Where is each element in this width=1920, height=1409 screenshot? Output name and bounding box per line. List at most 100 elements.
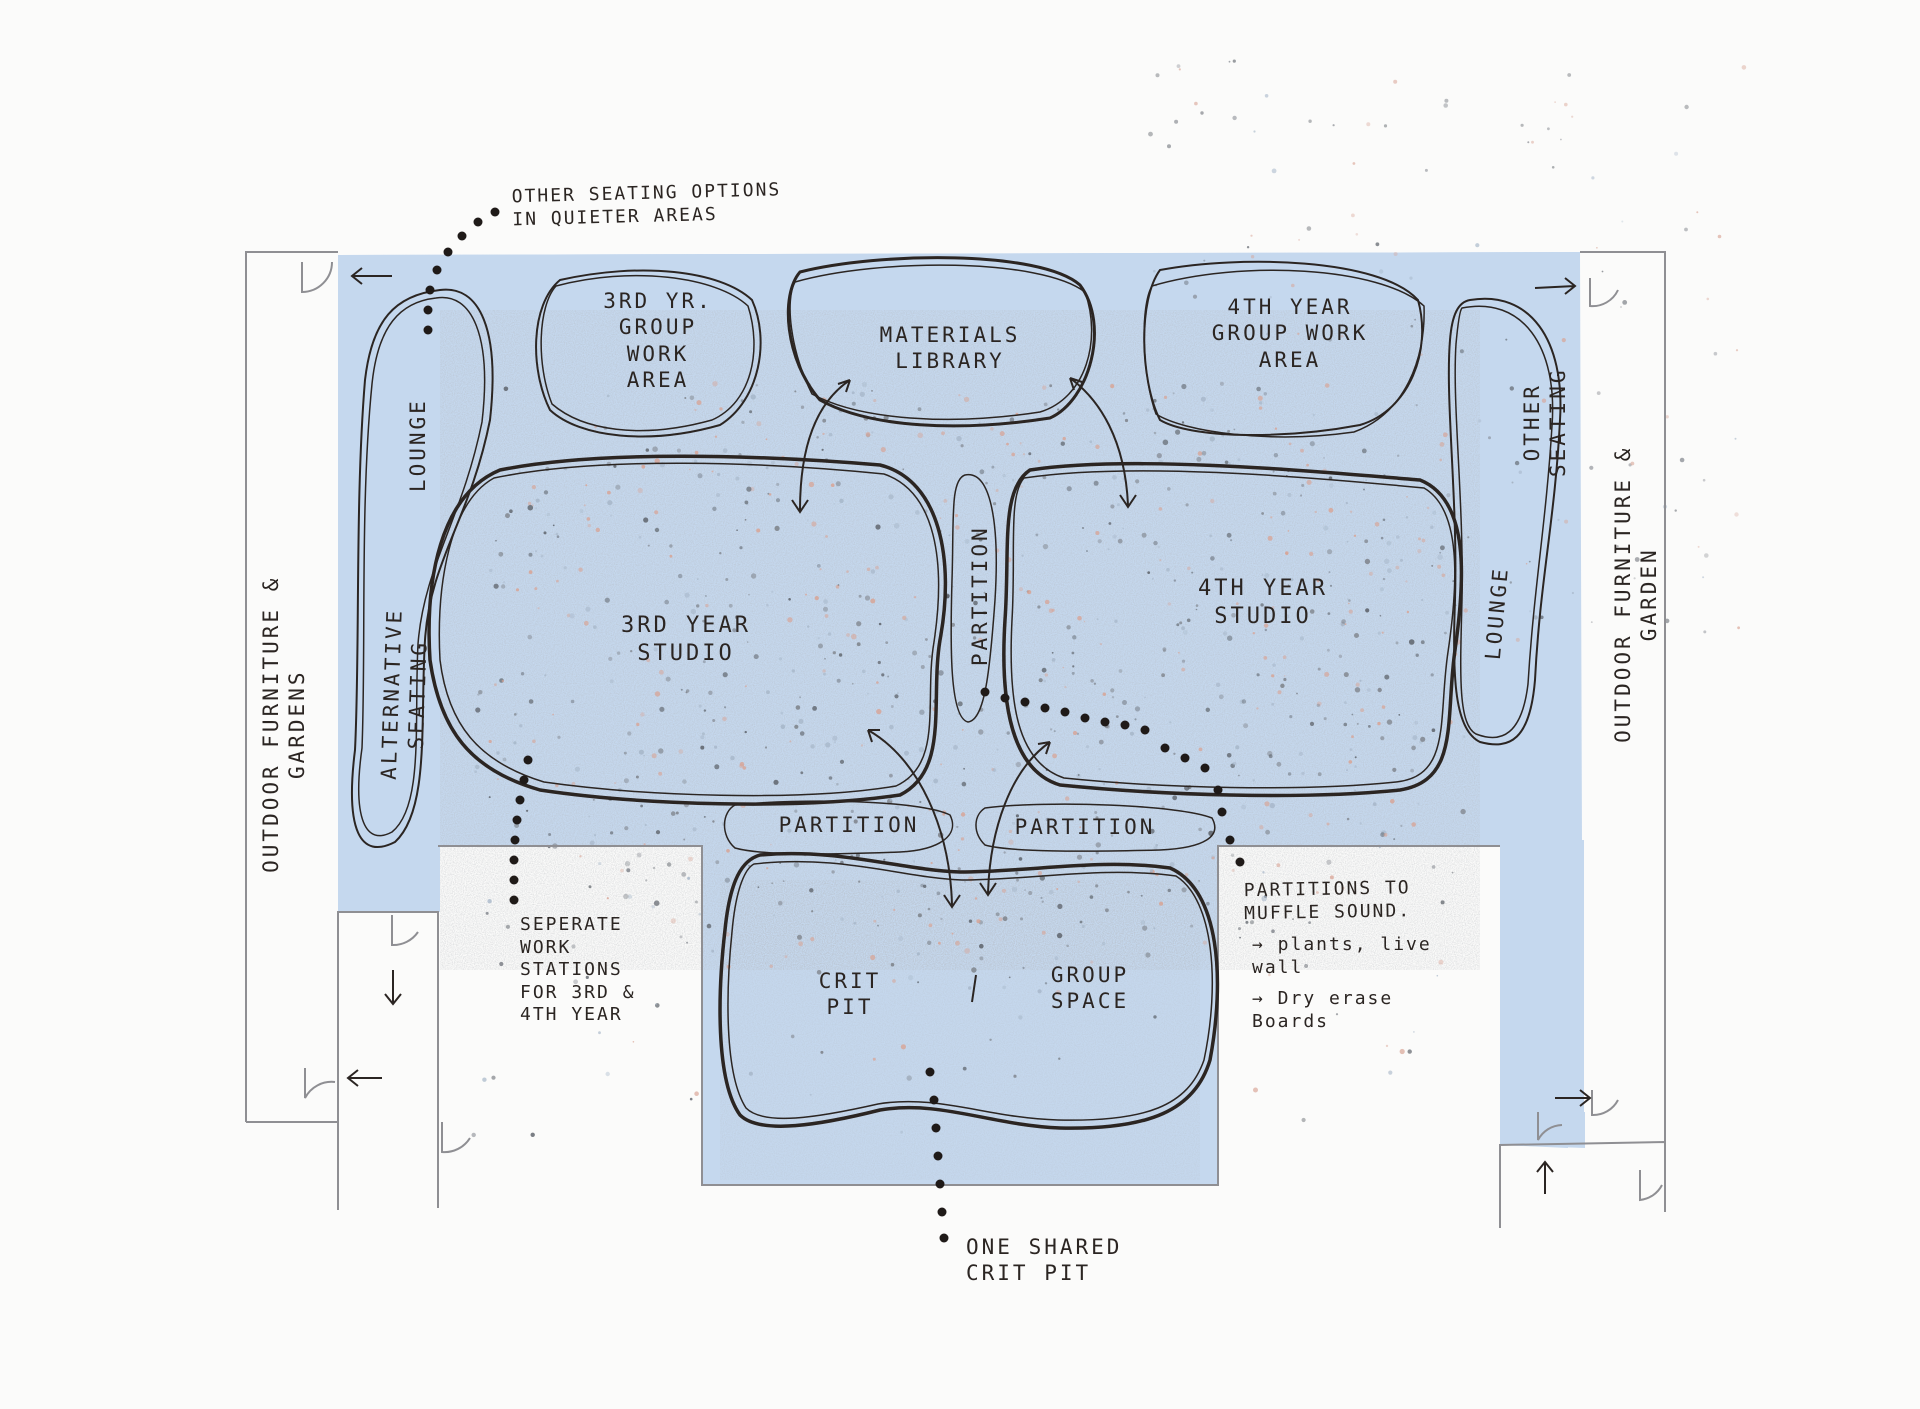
speckle	[1554, 101, 1556, 103]
speckle	[1283, 677, 1287, 682]
speckle	[534, 587, 538, 591]
speckle	[887, 675, 890, 678]
speckle	[540, 554, 544, 558]
speckle	[876, 681, 879, 684]
speckle	[556, 535, 560, 538]
speckle	[757, 886, 760, 889]
speckle	[477, 693, 480, 696]
speckle	[1265, 829, 1270, 835]
speckle	[1706, 297, 1710, 301]
speckle	[494, 683, 497, 687]
speckle	[1155, 73, 1160, 78]
speckle	[694, 1091, 699, 1096]
speckle	[1268, 973, 1271, 977]
speckle	[1276, 863, 1281, 868]
speckle	[1591, 176, 1595, 180]
speckle	[750, 573, 757, 579]
speckle	[606, 897, 609, 900]
speckle	[1287, 492, 1292, 498]
speckle	[807, 519, 809, 521]
speckle	[503, 386, 509, 392]
speckle	[1127, 890, 1130, 894]
speckle	[1633, 577, 1636, 580]
label-alternative-seating: ALTERNATIVE SEATING	[376, 607, 432, 781]
speckle	[1432, 510, 1437, 515]
speckle	[1096, 618, 1099, 621]
speckle	[1348, 599, 1351, 602]
speckle	[1095, 531, 1100, 535]
speckle	[1264, 94, 1269, 98]
speckle	[1077, 774, 1080, 776]
speckle	[1158, 507, 1163, 511]
speckle	[1040, 896, 1043, 900]
speckle	[1246, 246, 1250, 249]
speckle	[1531, 140, 1534, 144]
speckle	[1375, 242, 1380, 247]
speckle	[851, 391, 855, 395]
speckle	[1414, 318, 1416, 321]
speckle	[1388, 1070, 1393, 1075]
speckle	[655, 830, 661, 835]
speckle	[610, 514, 612, 517]
wash-left-leg	[338, 840, 440, 912]
speckle	[1159, 559, 1162, 562]
speckle	[817, 637, 820, 640]
speckle	[916, 952, 921, 956]
leader-dot	[510, 835, 520, 845]
speckle	[1426, 506, 1430, 510]
speckle	[979, 943, 984, 949]
speckle	[1343, 722, 1348, 727]
speckle	[978, 729, 984, 735]
speckle	[1277, 690, 1282, 695]
speckle	[1387, 568, 1392, 574]
bubble-fourth-studio	[1002, 461, 1464, 798]
speckle	[1169, 721, 1172, 724]
speckle	[1149, 828, 1155, 834]
speckle	[1162, 439, 1169, 446]
speckle	[614, 782, 617, 784]
bubble-partition-right	[975, 803, 1216, 852]
speckle	[776, 482, 780, 487]
speckle	[1301, 484, 1305, 487]
speckle	[1340, 621, 1346, 627]
arrow-down-left	[384, 970, 402, 1006]
speckle	[1134, 706, 1141, 712]
speckle	[881, 673, 885, 677]
leader-dot	[473, 217, 483, 227]
speckle	[928, 923, 933, 928]
speckle	[917, 432, 923, 439]
speckle	[1082, 527, 1084, 529]
connection-arrows	[791, 377, 1137, 1003]
door-swings	[301, 261, 1663, 1202]
speckle	[1153, 927, 1156, 930]
speckle	[712, 820, 715, 823]
speckle	[1298, 238, 1301, 241]
leader-dot	[1120, 720, 1130, 730]
speckle	[496, 751, 500, 755]
speckle	[870, 954, 876, 961]
leader-dot	[509, 895, 519, 905]
speckle	[1324, 383, 1330, 388]
speckle	[978, 422, 981, 425]
speckle	[730, 755, 735, 761]
speckle	[774, 525, 780, 532]
speckle	[1181, 667, 1186, 672]
speckle	[1192, 294, 1198, 299]
door-8	[1537, 1112, 1563, 1141]
speckle	[1122, 412, 1126, 415]
speckle	[1062, 436, 1066, 441]
speckle	[1361, 448, 1367, 454]
speckle	[919, 709, 925, 715]
speckle	[643, 517, 649, 523]
speckle	[968, 876, 974, 882]
label-3rd-year-studio: 3RD YEAR STUDIO	[621, 613, 751, 666]
speckle	[811, 910, 814, 913]
speckle	[1252, 632, 1256, 635]
speckle	[624, 826, 629, 831]
speckle	[823, 606, 828, 612]
speckle	[840, 917, 844, 921]
speckle	[771, 590, 774, 593]
speckle	[939, 517, 942, 519]
speckle	[1184, 280, 1189, 286]
speckle	[1383, 124, 1388, 128]
